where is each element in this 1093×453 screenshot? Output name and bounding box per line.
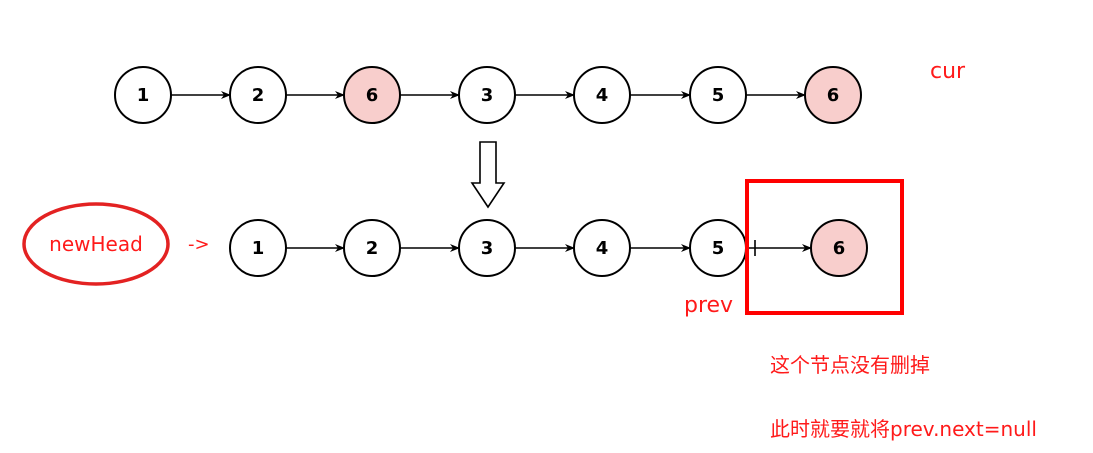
bottom-node-value: 4 <box>596 238 609 259</box>
pointer-arrow-text: -> <box>188 234 210 255</box>
bottom-node-4: 4 <box>573 219 631 277</box>
note-set-prev-next-null: 此时就要就将prev.next=null <box>770 417 1037 441</box>
top-node-1: 1 <box>114 66 172 124</box>
top-node-circle <box>573 66 631 124</box>
bottom-node-value: 5 <box>712 238 725 259</box>
top-node-5: 4 <box>573 66 631 124</box>
top-node-circle <box>689 66 747 124</box>
top-node-6: 5 <box>689 66 747 124</box>
bottom-node-circle <box>573 219 631 277</box>
top-node-value: 6 <box>366 85 379 106</box>
prev-label: prev <box>684 293 733 318</box>
down-arrow-icon <box>470 141 506 209</box>
new-head-ellipse <box>22 202 170 286</box>
top-node-value: 6 <box>827 85 840 106</box>
bottom-node-1: 1 <box>229 219 287 277</box>
top-node-circle <box>458 66 516 124</box>
bottom-node-3: 3 <box>458 219 516 277</box>
bottom-node-value: 3 <box>481 238 494 259</box>
top-node-3: 6 <box>343 66 401 124</box>
bottom-node-circle <box>229 219 287 277</box>
new-head-label: newHead <box>49 232 143 256</box>
bottom-node-circle <box>343 219 401 277</box>
top-node-value: 4 <box>596 85 609 106</box>
bottom-node-value: 1 <box>252 238 265 259</box>
top-node-circle <box>114 66 172 124</box>
top-node-value: 3 <box>481 85 494 106</box>
note-node-not-deleted: 这个节点没有删掉 <box>770 353 930 377</box>
top-node-circle <box>804 66 862 124</box>
bottom-node-5: 5 <box>689 219 747 277</box>
top-linked-list: 1 2 6 3 4 5 6 <box>114 66 862 124</box>
cur-label: cur <box>930 59 966 84</box>
bottom-node-2: 2 <box>343 219 401 277</box>
top-node-7: 6 <box>804 66 862 124</box>
bottom-node-circle <box>810 219 868 277</box>
bottom-linked-list: 1 2 3 4 5 6 <box>229 219 868 277</box>
top-node-value: 1 <box>137 85 150 106</box>
top-node-2: 2 <box>229 66 287 124</box>
bottom-node-circle <box>458 219 516 277</box>
bottom-node-value: 2 <box>366 238 379 259</box>
top-node-circle <box>343 66 401 124</box>
top-node-4: 3 <box>458 66 516 124</box>
top-node-value: 5 <box>712 85 725 106</box>
highlight-box <box>745 179 904 315</box>
top-node-circle <box>229 66 287 124</box>
bottom-node-value: 6 <box>833 238 846 259</box>
bottom-node-6: 6 <box>810 219 868 277</box>
top-node-value: 2 <box>252 85 265 106</box>
